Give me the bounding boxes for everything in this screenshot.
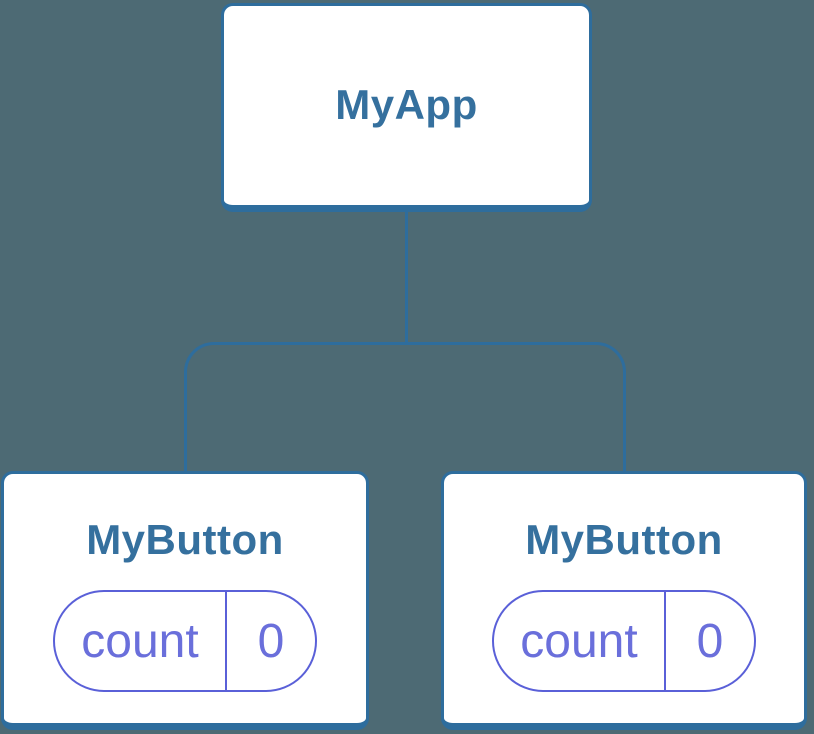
state-pill-value: 0 xyxy=(257,614,285,668)
state-pill: count 0 xyxy=(53,590,317,693)
tree-node-mybutton-right: MyButton count 0 xyxy=(441,471,807,730)
tree-node-myapp: MyApp xyxy=(221,3,592,212)
state-pill-name: count xyxy=(494,592,666,691)
state-pill-value: 0 xyxy=(696,614,724,668)
tree-node-mybutton-left: MyButton count 0 xyxy=(1,471,369,730)
connector-stem xyxy=(405,211,408,343)
state-pill-name: count xyxy=(55,592,227,691)
node-label: MyApp xyxy=(335,81,478,129)
node-label: MyButton xyxy=(86,516,284,563)
state-pill: count 0 xyxy=(492,590,756,693)
node-label: MyButton xyxy=(525,516,723,563)
connector-bracket xyxy=(184,342,626,473)
